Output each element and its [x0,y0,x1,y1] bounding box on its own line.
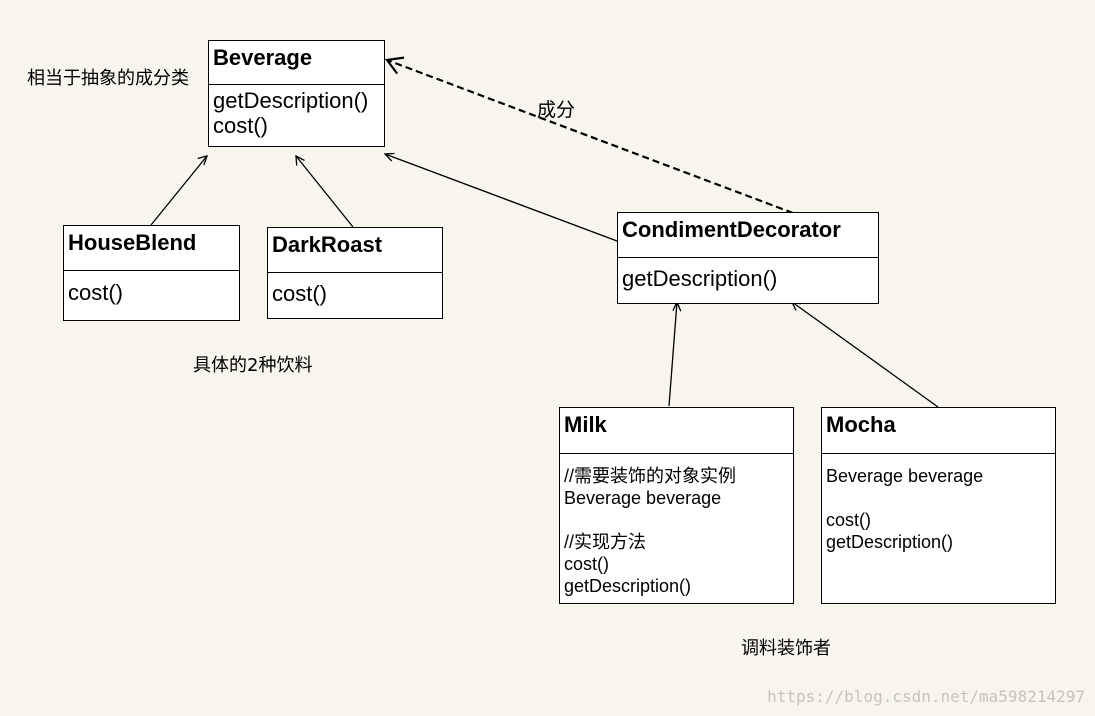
condiment-decorators-note: 调料装饰者 [741,638,831,659]
beverage-class-name: Beverage [209,41,384,85]
milk-class-name: Milk [560,408,793,454]
milk-inherit-line [668,301,678,407]
milk-member-line: //需要装饰的对象实例 [564,466,737,486]
mocha-members: Beverage beverage cost() getDescription(… [822,454,1055,555]
beverage-methods: getDescription() cost() [209,85,384,140]
composition-arrowhead [385,56,405,75]
houseblend-arrowhead [197,155,209,166]
mocha-class-name: Mocha [822,408,1055,454]
composition-dashed-line [386,58,794,215]
darkroast-class: DarkRoast cost() [267,227,443,319]
mocha-member-line: getDescription() [826,532,954,552]
concrete-beverages-note: 具体的2种饮料 [193,355,313,376]
condiment-decorator-method: getDescription() [622,266,778,291]
condiment-decorator-methods: getDescription() [618,258,878,300]
darkroast-arrowhead [295,154,305,166]
milk-members: //需要装饰的对象实例 Beverage beverage //实现方法 cos… [560,454,793,599]
houseblend-methods: cost() [64,271,239,315]
mocha-member-line: cost() [826,510,871,530]
milk-member-line: Beverage beverage [564,488,722,508]
mocha-member-line: Beverage beverage [826,466,984,486]
darkroast-class-name: DarkRoast [268,228,442,273]
beverage-class: Beverage getDescription() cost() [208,40,385,147]
watermark: https://blog.csdn.net/ma598214297 [767,687,1085,706]
condiment-inherit-line [384,153,618,242]
milk-member-line: cost() [564,554,609,574]
condiment-decorator-class: CondimentDecorator getDescription() [617,212,879,304]
milk-member-line: //实现方法 [564,532,647,552]
milk-member-line [564,509,789,531]
darkroast-methods: cost() [268,273,442,315]
mocha-inherit-line [791,301,939,408]
condiment-decorator-class-name: CondimentDecorator [618,213,878,258]
houseblend-inherit-line [150,155,208,226]
abstract-component-note: 相当于抽象的成分类 [27,68,189,89]
darkroast-inherit-line [295,155,354,228]
milk-class: Milk //需要装饰的对象实例 Beverage beverage //实现方… [559,407,794,604]
condiment-arrowhead [383,152,395,162]
beverage-method: getDescription() [213,88,369,113]
beverage-method: cost() [213,113,268,138]
mocha-class: Mocha Beverage beverage cost() getDescri… [821,407,1056,604]
houseblend-class-name: HouseBlend [64,226,239,271]
mocha-member-line [826,487,1051,509]
milk-member-line: getDescription() [564,576,692,596]
darkroast-method: cost() [272,281,327,306]
houseblend-method: cost() [68,280,123,305]
houseblend-class: HouseBlend cost() [63,225,240,321]
composition-label: 成分 [537,99,576,121]
